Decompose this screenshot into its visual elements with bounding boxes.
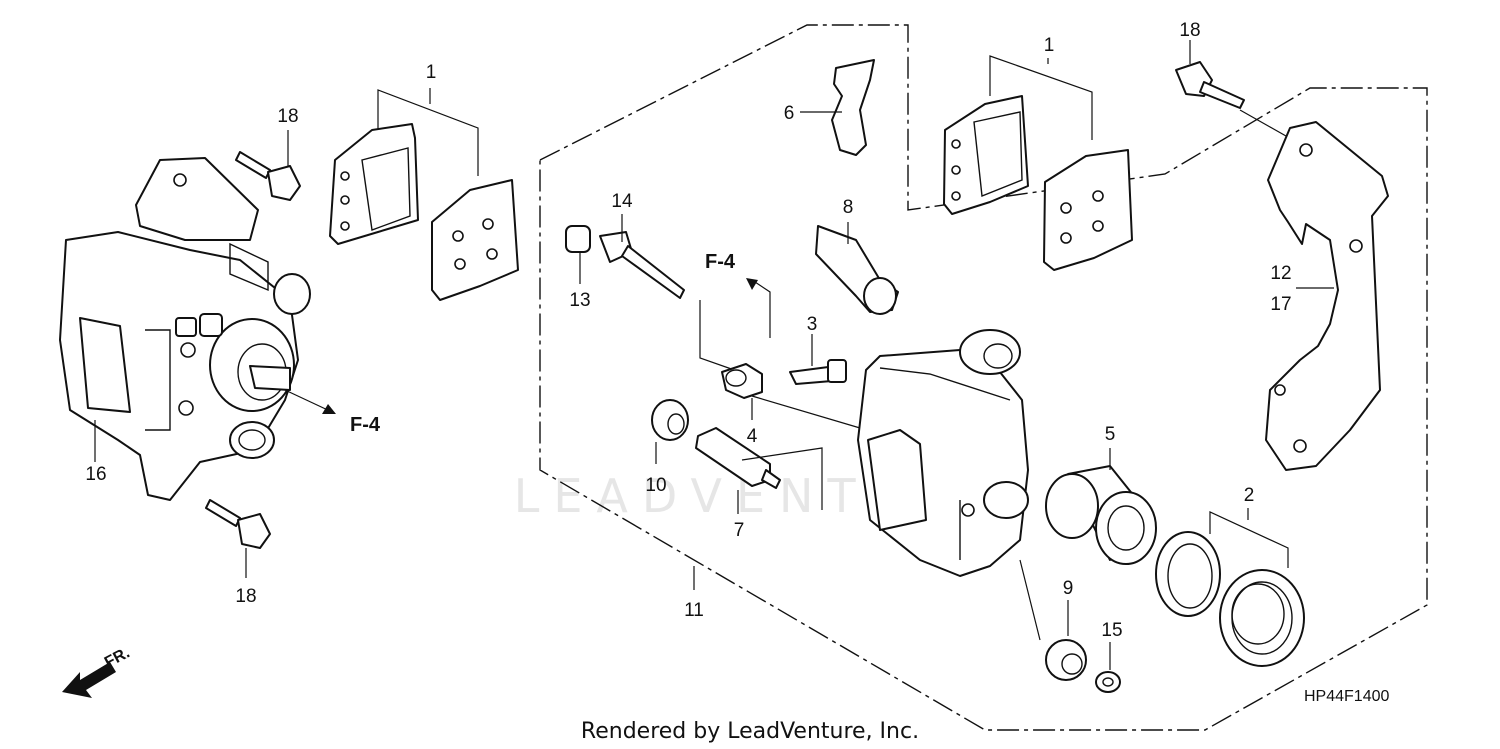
leader-2: [1209, 508, 1289, 568]
leader-1-left: [377, 88, 479, 176]
callout-18-bottom-left: 18: [235, 586, 256, 607]
callout-17: 17: [1270, 294, 1291, 315]
piston-5[interactable]: [1045, 465, 1157, 565]
pad-spring-6[interactable]: [831, 59, 875, 156]
leader-9: [1019, 559, 1069, 641]
callout-8: 8: [843, 197, 854, 218]
callout-6: 6: [784, 103, 795, 124]
leader-7: [737, 447, 823, 514]
boot-10[interactable]: [651, 399, 689, 441]
callout-1-left: 1: [426, 62, 437, 83]
dust-seal-2[interactable]: [1219, 569, 1305, 667]
f4-center-arrowhead: [746, 278, 758, 290]
callout-11: 11: [684, 600, 704, 621]
footer-text: Rendered by LeadVenture, Inc.: [581, 719, 919, 744]
bolt-18-right[interactable]: [1175, 61, 1245, 109]
washer-15[interactable]: [1095, 671, 1121, 693]
f4-center-label: F-4: [705, 251, 736, 273]
f4-left-arrowhead: [322, 404, 336, 414]
leader-18-right: [1189, 40, 1287, 137]
brake-pad-1-right[interactable]: [943, 95, 1029, 215]
callout-4: 4: [747, 426, 758, 447]
boot-9[interactable]: [1045, 639, 1087, 681]
callout-9: 9: [1063, 578, 1074, 599]
leader-1-right: [989, 55, 1093, 140]
f4-left-label: F-4: [350, 414, 381, 436]
caliper-bracket-12-17[interactable]: [1265, 121, 1389, 471]
leader-4: [751, 395, 861, 429]
callout-14: 14: [611, 191, 633, 212]
callout-18-top-left: 18: [277, 106, 298, 127]
callout-7: 7: [734, 520, 745, 541]
diagram-code: HP44F1400: [1304, 688, 1389, 705]
brake-pad-1-left-b[interactable]: [431, 179, 519, 301]
callout-12: 12: [1270, 263, 1291, 284]
f4-left-arrow: [284, 389, 333, 413]
piston-seal-2[interactable]: [1155, 531, 1221, 617]
caliper-assembly-16[interactable]: [59, 157, 311, 501]
caliper-body[interactable]: [857, 329, 1029, 577]
bolt-18-top-left[interactable]: [235, 151, 301, 201]
callout-1-right: 1: [1044, 35, 1055, 56]
callout-10: 10: [645, 475, 666, 496]
f4-center-leader: [699, 279, 771, 373]
callout-16: 16: [85, 464, 106, 485]
cap-13[interactable]: [565, 225, 591, 253]
bolt-18-bottom-left[interactable]: [205, 499, 271, 549]
kit-boundary-line: [539, 24, 1428, 731]
front-direction-arrow: FR.: [62, 644, 133, 698]
pin-bolt-7[interactable]: [695, 427, 781, 489]
callout-3: 3: [807, 314, 818, 335]
callout-15: 15: [1101, 620, 1122, 641]
callout-5: 5: [1105, 424, 1116, 445]
pin-boot-8[interactable]: [815, 225, 899, 315]
callout-2: 2: [1244, 485, 1255, 506]
bleeder-3[interactable]: [789, 359, 847, 385]
pin-14[interactable]: [599, 231, 685, 299]
callout-13: 13: [569, 290, 590, 311]
brake-pad-1-right-b[interactable]: [1043, 149, 1133, 271]
callout-18-right: 18: [1179, 20, 1200, 41]
brake-pad-1-left[interactable]: [329, 123, 419, 245]
bleeder-cap-4[interactable]: [721, 363, 763, 399]
